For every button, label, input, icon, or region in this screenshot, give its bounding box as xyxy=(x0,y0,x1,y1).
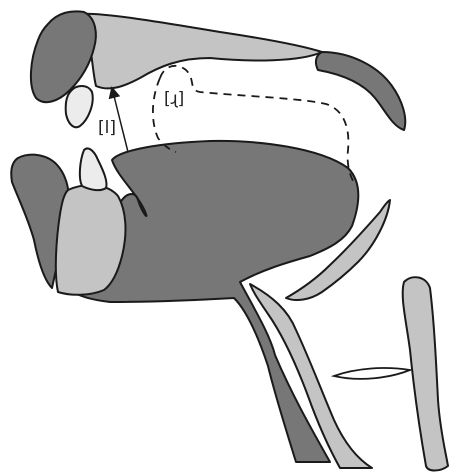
upper-incisor xyxy=(66,86,93,127)
velum xyxy=(316,52,405,130)
vocal-folds xyxy=(334,368,410,379)
label-retroflex-approximant: [ɻ] xyxy=(164,89,184,109)
label-lateral: [l] xyxy=(98,118,116,138)
lower-incisor xyxy=(80,148,107,190)
hard-palate xyxy=(80,14,322,89)
vertebrae xyxy=(403,277,448,470)
